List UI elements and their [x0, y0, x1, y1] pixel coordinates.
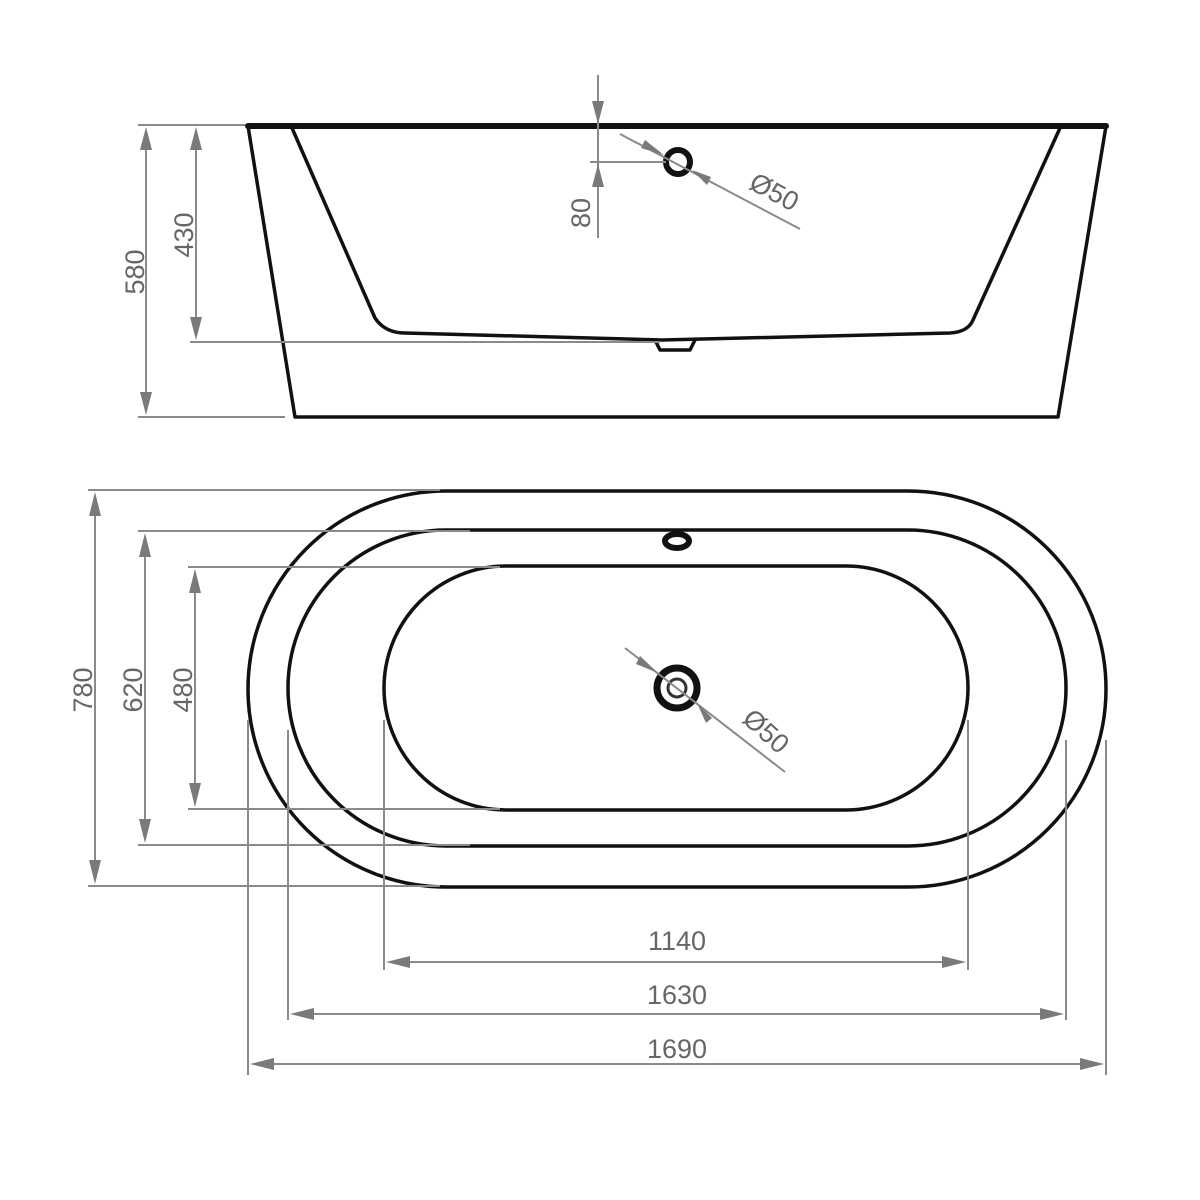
arrow-down-icon [190, 317, 202, 340]
inner-rim-outline [286, 528, 1068, 848]
arrow-up-icon [140, 127, 152, 150]
top-view: Ø50 780 620 480 1140 [68, 489, 1108, 1075]
arrow-left-icon [250, 1058, 274, 1070]
arrow-icon [636, 656, 658, 673]
arrow-up-icon [189, 569, 201, 593]
dim-label-580: 580 [120, 249, 150, 294]
drain-outer-ring-icon [653, 664, 701, 712]
drain-inner-ring-icon [666, 677, 688, 699]
arrow-right-icon [1080, 1058, 1104, 1070]
outer-rim-outline [246, 489, 1108, 889]
inner-basin-outline [290, 126, 1062, 342]
dim-label-drain-diameter: Ø50 [737, 703, 795, 759]
dim-label-1630: 1630 [647, 980, 707, 1010]
arrow-up-icon [190, 127, 202, 150]
dim-label-780: 780 [68, 667, 98, 712]
arrow-left-icon [386, 956, 410, 968]
dim-label-430: 430 [169, 212, 199, 257]
arrow-up-icon [139, 533, 151, 557]
arrow-down-icon [592, 101, 604, 124]
bottom-drain-icon [653, 338, 697, 352]
overflow-hole-icon [663, 147, 693, 177]
outer-shell-outline [246, 124, 1108, 419]
arrow-down-icon [189, 783, 201, 807]
arrow-up-icon [592, 164, 604, 187]
arrow-icon [641, 140, 664, 155]
dim-label-1690: 1690 [647, 1034, 707, 1064]
arrow-down-icon [139, 819, 151, 843]
arrow-left-icon [290, 1008, 314, 1020]
side-view: 580 430 80 Ø50 [120, 75, 1109, 419]
overflow-hole-icon [662, 531, 692, 551]
dim-label-480: 480 [168, 667, 198, 712]
dim-label-620: 620 [118, 667, 148, 712]
dim-label-80: 80 [566, 198, 596, 228]
arrow-down-icon [140, 392, 152, 415]
basin-bottom-outline [382, 564, 970, 812]
arrow-up-icon [89, 492, 101, 516]
arrow-icon [697, 703, 712, 723]
dim-label-overflow-diameter: Ø50 [745, 167, 804, 217]
arrow-right-icon [1040, 1008, 1064, 1020]
arrow-down-icon [89, 860, 101, 884]
arrow-right-icon [942, 956, 966, 968]
dim-label-1140: 1140 [648, 926, 706, 956]
arrow-icon [692, 170, 711, 185]
